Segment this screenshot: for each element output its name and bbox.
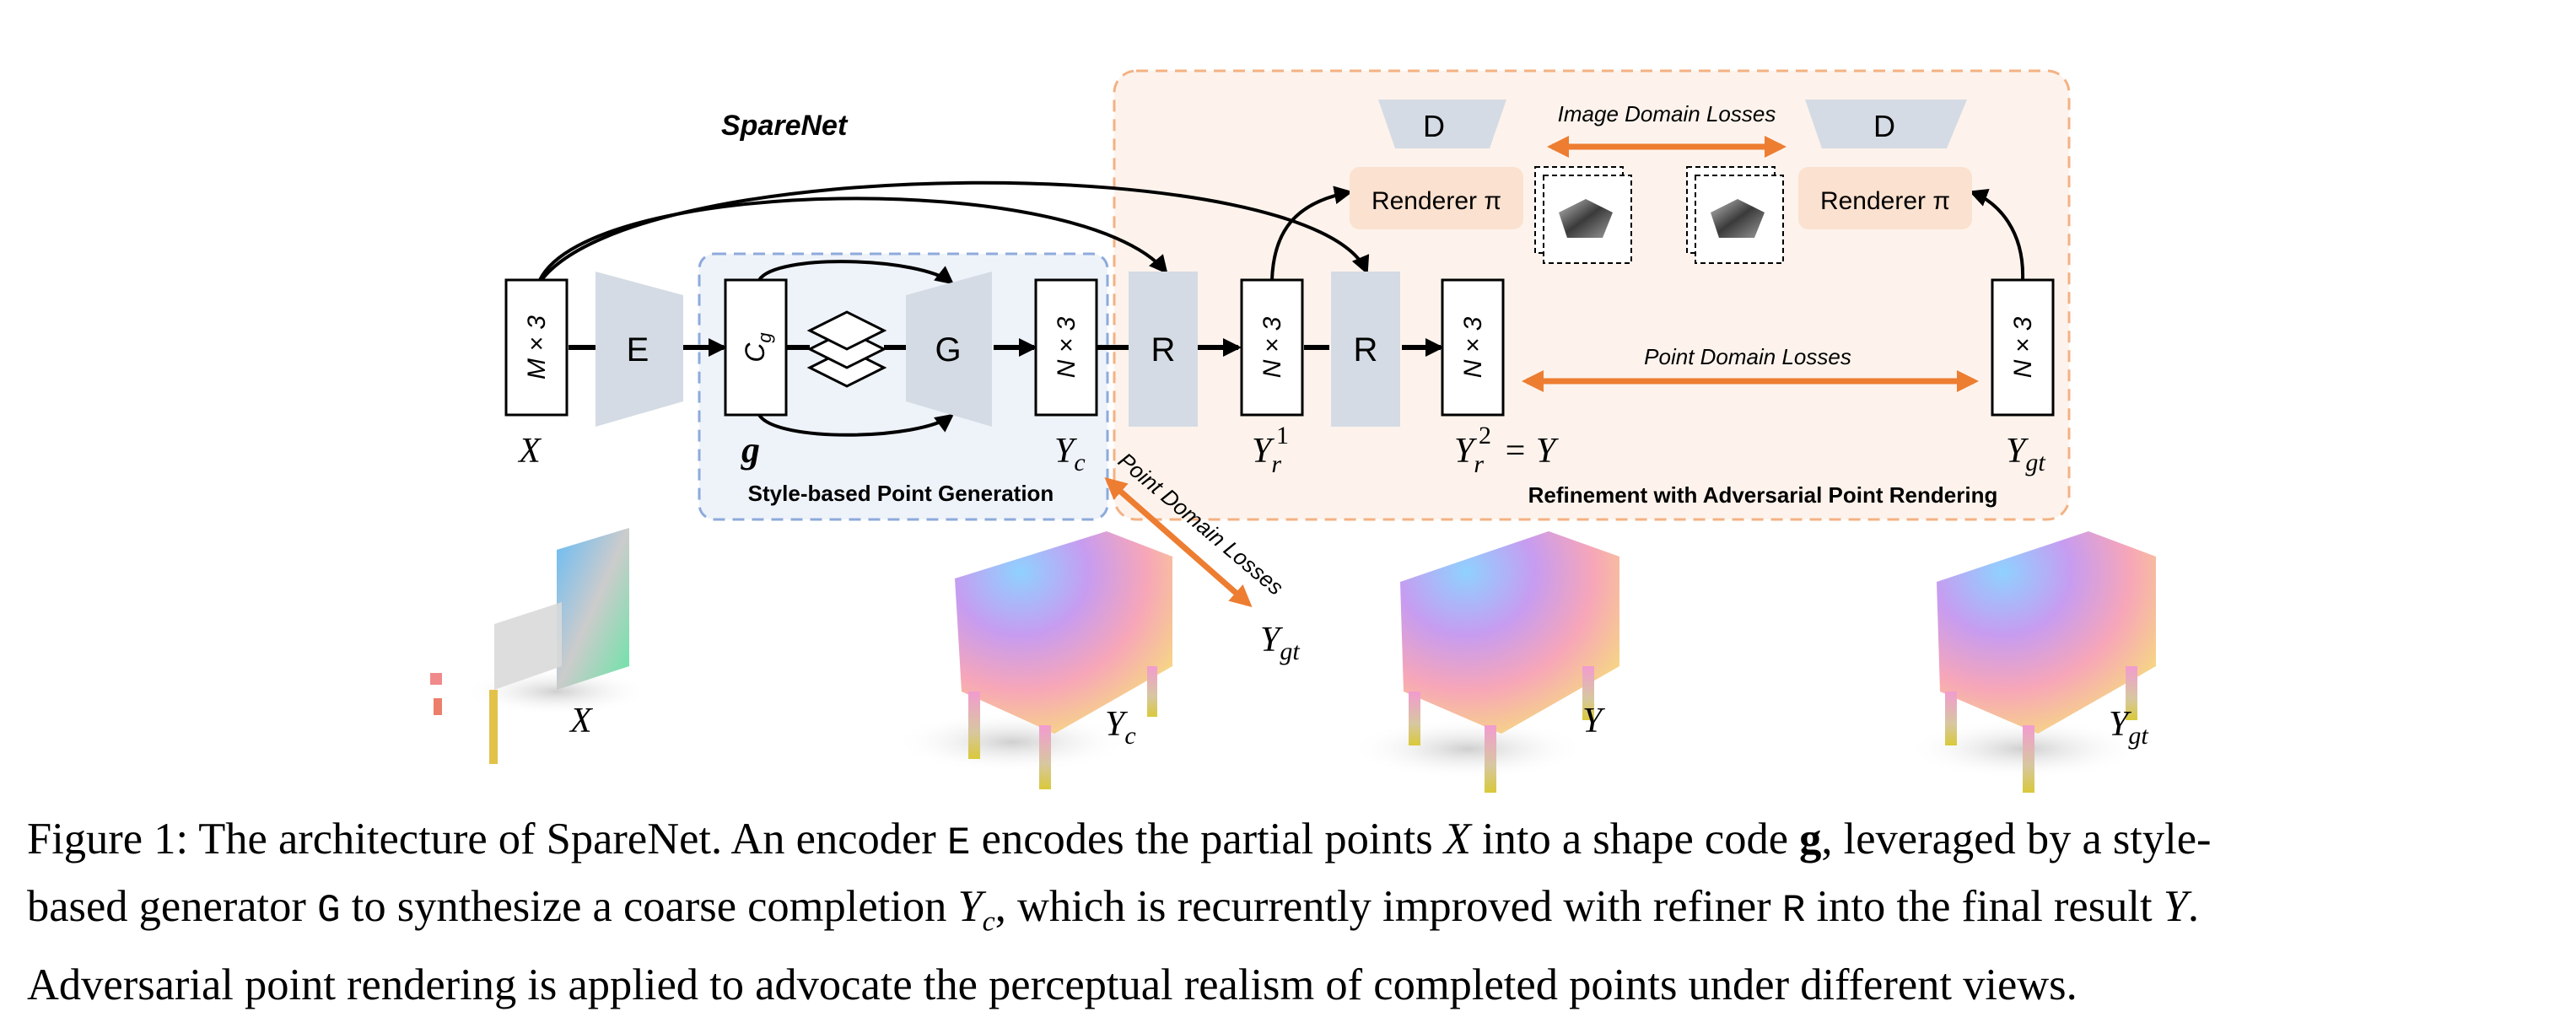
- generator-label: G: [935, 331, 961, 369]
- skip-arc-to-r2: [540, 180, 1370, 282]
- coarse-block: [1034, 278, 1098, 417]
- symbol-ygt: Ygt: [2006, 432, 2045, 476]
- encoder-label: E: [627, 331, 649, 369]
- caption-line-2: based generator G to synthesize a coarse…: [27, 882, 2200, 938]
- point-losses-label: Point Domain Losses: [1644, 344, 1851, 369]
- gt-dim: N × 3: [2009, 316, 2037, 378]
- refiner-1-block: [1129, 272, 1198, 427]
- input-dim: M × 3: [523, 315, 551, 379]
- code-block: [724, 278, 788, 417]
- encoder-block: [595, 272, 683, 427]
- symbol-g: g: [741, 429, 760, 471]
- pc-label-ygt: Ygt: [2109, 705, 2148, 750]
- discriminator-left-label: D: [1423, 109, 1445, 143]
- pc-label-yc: Yc: [1105, 705, 1136, 750]
- symbol-yr2: Yr2= Y: [1454, 422, 1560, 478]
- coarse-dim: N × 3: [1053, 316, 1081, 378]
- input-block: [504, 278, 569, 417]
- rendered-views-left: [1534, 166, 1632, 264]
- rendered-views-right: [1686, 166, 1784, 264]
- renderer-right: [1798, 167, 1972, 229]
- renderer-right-label: Renderer π: [1820, 187, 1950, 215]
- refiner-2-label: R: [1354, 331, 1378, 369]
- refine1-dim: N × 3: [1258, 316, 1286, 378]
- refine1-block: [1240, 278, 1304, 417]
- style-layers-icon: [806, 310, 887, 388]
- refine2-block: [1441, 278, 1505, 417]
- caption-line-3: Adversarial point rendering is applied t…: [27, 960, 2078, 1009]
- pointcloud-final: [1350, 531, 1619, 793]
- discriminator-left: [1378, 100, 1506, 148]
- symbol-yr1: Yr1: [1252, 422, 1289, 478]
- refiner-2-block: [1331, 272, 1400, 427]
- style-arc-top: [757, 260, 955, 285]
- figure-title: SpareNet: [721, 110, 849, 142]
- discriminator-right-label: D: [1873, 109, 1895, 143]
- refine2-dim: N × 3: [1459, 316, 1487, 378]
- refiner-1-label: R: [1151, 331, 1176, 369]
- arc-to-renderer-right: [1969, 189, 2025, 281]
- discriminator-right: [1805, 100, 1967, 148]
- diag-point-losses-arrow: [1104, 477, 1253, 607]
- image-losses-label: Image Domain Losses: [1558, 101, 1776, 126]
- renderer-left: [1350, 167, 1523, 229]
- pointcloud-coarse: [894, 531, 1172, 789]
- architecture-figure: SpareNet M × 3 E Cg G N × 3 R N × 3 R N …: [430, 69, 2156, 793]
- symbol-ygt-diag: Ygt: [1260, 621, 1300, 665]
- pointcloud-gt: [1906, 531, 2156, 793]
- generator-block: [906, 272, 992, 427]
- skip-arc-to-r1: [538, 196, 1168, 281]
- pc-label-y: Y: [1582, 702, 1606, 740]
- pc-label-x: X: [569, 702, 594, 740]
- symbol-x: X: [517, 432, 542, 471]
- renderer-left-label: Renderer π: [1372, 187, 1501, 215]
- style-region: [698, 252, 1109, 521]
- symbol-yc: Yc: [1054, 432, 1086, 476]
- arc-to-renderer-left: [1270, 186, 1353, 281]
- gt-block: [1991, 278, 2055, 417]
- code-dim: Cg: [740, 332, 775, 363]
- pointcloud-partial: [430, 528, 649, 764]
- caption-line-1: Figure 1: The architecture of SpareNet. …: [27, 815, 2212, 865]
- refine-region-label: Refinement with Adversarial Point Render…: [1528, 482, 1998, 508]
- figure-caption: Figure 1: The architecture of SpareNet. …: [27, 808, 2549, 1017]
- style-arc-bottom: [757, 413, 955, 437]
- style-region-label: Style-based Point Generation: [748, 481, 1054, 506]
